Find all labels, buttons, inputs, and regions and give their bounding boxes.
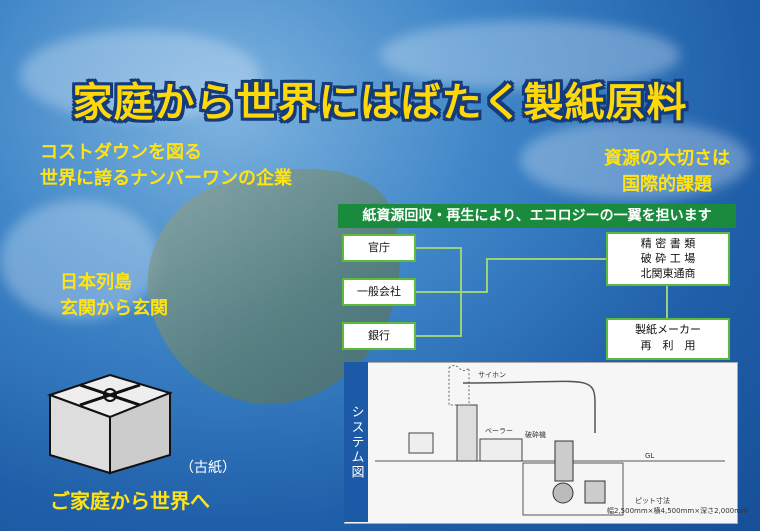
japan-caption: 日本列島 玄関から玄関 — [60, 270, 168, 322]
processor-box: 精 密 書 類 破 砕 工 場 北関東通商 — [606, 232, 730, 286]
left-slogan-line: 世界に誇るナンバーワンの企業 — [40, 168, 292, 189]
cloud — [0, 200, 160, 320]
paper-label: （古紙） — [180, 460, 236, 476]
crusher-label: 破砕機 — [525, 430, 546, 439]
processor-line: 北関東通商 — [640, 267, 696, 280]
crusher-gear — [552, 482, 574, 504]
system-diagram: サイホン ベーラー 破砕機 GL ピット寸法 幅2,500mm×横4,500mm… — [344, 362, 748, 524]
maker-box: 製紙メーカー 再 利 用 — [606, 318, 730, 360]
processor-line: 破 砕 工 場 — [640, 252, 696, 265]
ecology-banner: 紙資源回収・再生により、エコロジーの一翼を担います — [338, 204, 736, 228]
cloud — [20, 30, 260, 120]
left-slogan: コストダウンを図る 世界に誇るナンバーワンの企業 — [40, 140, 292, 192]
pit-title: ピット寸法 — [635, 496, 670, 505]
maker-line: 再 利 用 — [640, 339, 696, 352]
left-slogan-line: コストダウンを図る — [40, 142, 202, 163]
system-label: システム図 — [344, 362, 368, 522]
bottom-slogan: ご家庭から世界へ — [50, 489, 210, 513]
source-label: 一般会社 — [357, 285, 401, 298]
connector-line — [486, 258, 606, 260]
japan-caption-line: 玄関から玄関 — [60, 298, 168, 319]
smoke — [448, 365, 470, 406]
source-label: 銀行 — [368, 329, 390, 342]
pit-size: 幅2,500mm×横4,500mm×深さ2,000mm — [607, 506, 748, 515]
gl-label: GL — [645, 452, 654, 460]
control-box — [408, 432, 434, 454]
cyclone-label: サイホン — [478, 371, 506, 379]
right-slogan-line: 資源の大切さは — [604, 148, 730, 169]
duct-pipe — [462, 380, 596, 433]
baler-label: ベーラー — [485, 427, 513, 435]
connector-line — [666, 282, 668, 318]
source-box-company: 一般会社 — [342, 278, 416, 306]
connector-line — [460, 291, 488, 293]
right-slogan: 資源の大切さは 国際的課題 — [592, 146, 742, 198]
motor — [584, 480, 606, 504]
connector-line — [486, 258, 488, 293]
crusher-hopper — [554, 440, 574, 482]
paper-bundle-icon — [46, 373, 174, 475]
japan-caption-line: 日本列島 — [60, 272, 132, 293]
source-label: 官庁 — [368, 241, 390, 254]
connector-line — [414, 291, 462, 293]
connector-line — [414, 335, 462, 337]
baler-machine — [479, 438, 523, 462]
processor-line: 精 密 書 類 — [640, 237, 696, 250]
chimney — [456, 404, 478, 462]
page-title: 家庭から世界にはばたく製紙原料 — [72, 80, 688, 126]
source-box-bank: 銀行 — [342, 322, 416, 350]
right-slogan-line: 国際的課題 — [622, 174, 712, 195]
maker-line: 製紙メーカー — [635, 323, 701, 336]
connector-line — [414, 247, 462, 249]
cloud — [520, 120, 750, 200]
system-drawing: サイホン ベーラー 破砕機 GL ピット寸法 幅2,500mm×横4,500mm… — [375, 365, 748, 516]
cloud — [380, 20, 680, 90]
source-box-government: 官庁 — [342, 234, 416, 262]
